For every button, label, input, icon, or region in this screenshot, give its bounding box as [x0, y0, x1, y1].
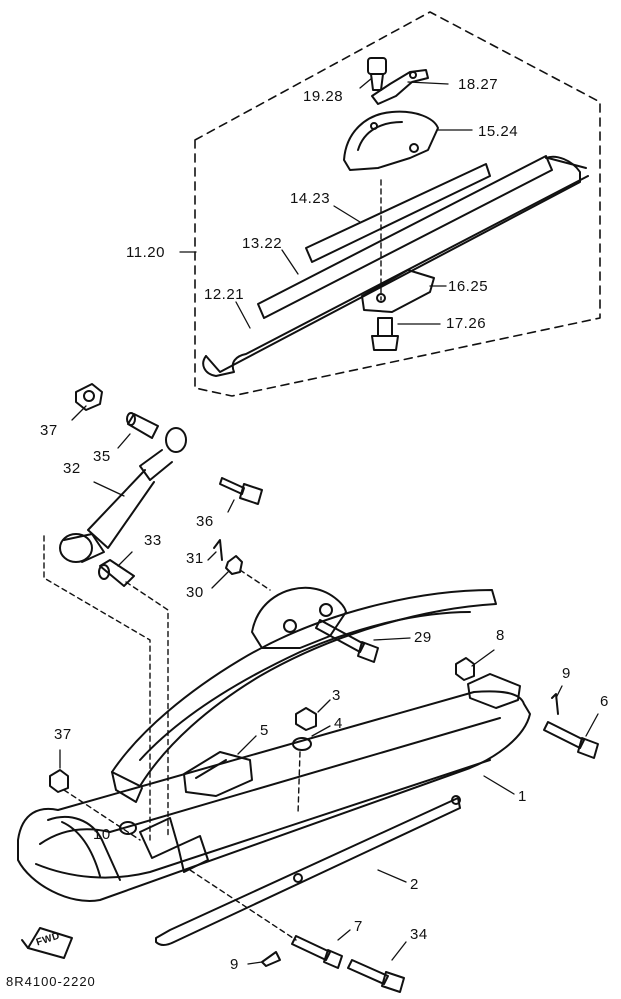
bolt-29	[315, 619, 379, 663]
ski-1	[17, 690, 531, 902]
callout-14-23: 14.23	[290, 190, 331, 207]
inset-plate-16	[361, 269, 435, 313]
pin-31	[213, 539, 223, 561]
callout-29: 29	[414, 629, 432, 646]
callout-6: 6	[600, 693, 609, 710]
callout-35: 35	[93, 448, 111, 465]
callout-32: 32	[63, 460, 81, 477]
callout-3: 3	[332, 687, 341, 704]
callout-7: 7	[354, 918, 363, 935]
wear-bar-2	[155, 795, 461, 946]
bolt-6	[543, 721, 599, 759]
inset-bolt-17	[371, 317, 399, 351]
callout-9-lower: 9	[230, 956, 239, 973]
bushing-35	[126, 412, 159, 439]
ski-saddle-bracket	[139, 817, 209, 873]
rear-bracket	[467, 673, 521, 709]
callout-37-top: 37	[40, 422, 58, 439]
inset-leaf-13	[257, 155, 553, 319]
nut-37-top	[75, 383, 103, 411]
callout-13-22: 13.22	[242, 235, 283, 252]
drawing-code: 8R4100-2220	[6, 974, 96, 989]
inset-leaf-12	[202, 155, 589, 377]
washer-10	[119, 821, 137, 835]
callout-37-lower: 37	[54, 726, 72, 743]
inset-clip-18	[371, 69, 429, 105]
nut-8	[455, 657, 475, 681]
callout-1: 1	[518, 788, 527, 805]
callout-36: 36	[196, 513, 214, 530]
callout-30: 30	[186, 584, 204, 601]
pin-9-lower	[261, 951, 281, 967]
inset-dashed-frame	[194, 11, 601, 397]
callout-16-25: 16.25	[448, 278, 489, 295]
inset-bolt-19	[367, 57, 387, 91]
callout-8: 8	[496, 627, 505, 644]
callout-31: 31	[186, 550, 204, 567]
callout-17-26: 17.26	[446, 315, 487, 332]
nut-3	[295, 707, 317, 731]
nut-37-lower	[49, 769, 69, 793]
inset-clamp-15	[343, 110, 439, 171]
pin-9-right	[551, 693, 559, 715]
callout-2: 2	[410, 876, 419, 893]
callout-11-20: 11.20	[126, 244, 165, 261]
leader-lines	[59, 77, 599, 965]
callout-10: 10	[93, 826, 111, 843]
bolt-34	[347, 959, 405, 993]
fwd-arrow-icon	[21, 927, 73, 959]
callout-15-24: 15.24	[478, 123, 519, 140]
callout-19-28: 19.28	[303, 88, 344, 105]
bushing-33	[98, 559, 135, 587]
callout-5: 5	[260, 722, 269, 739]
callout-33: 33	[144, 532, 162, 549]
callout-34: 34	[410, 926, 428, 943]
inset-leaf-14	[305, 163, 491, 263]
bolt-7	[291, 935, 343, 969]
callout-12-21: 12.21	[204, 286, 245, 303]
callout-4: 4	[334, 715, 343, 732]
bolt-36	[219, 477, 263, 505]
callout-9-right: 9	[562, 665, 571, 682]
callout-18-27: 18.27	[458, 76, 499, 93]
ski-leaf-spring	[111, 589, 497, 803]
spring-clamp	[251, 586, 347, 649]
shock-absorber-32	[59, 427, 187, 563]
nut-30	[225, 555, 243, 575]
